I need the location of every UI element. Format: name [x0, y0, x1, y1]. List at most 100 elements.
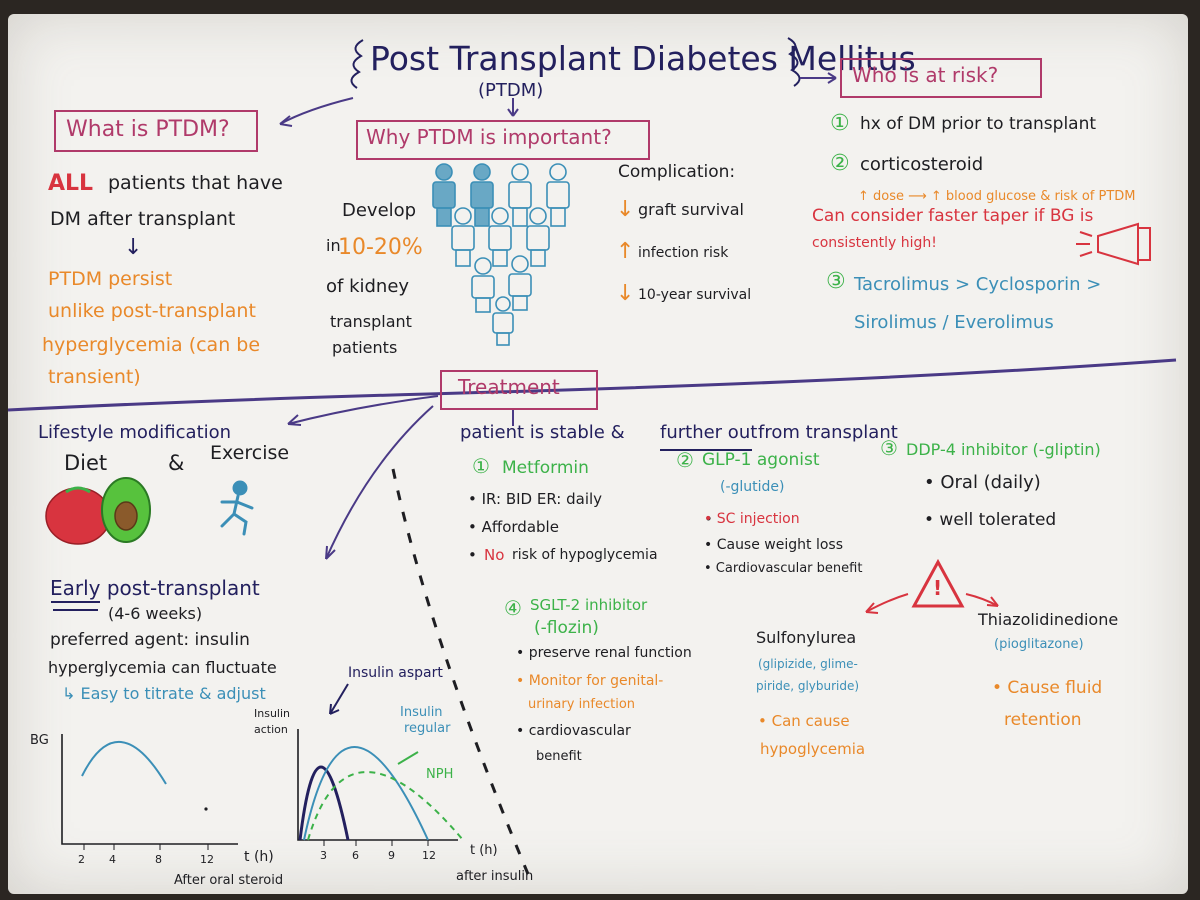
comp1-text: graft survival — [638, 200, 744, 219]
warning-icon — [865, 558, 999, 614]
tzd-b1b: retention — [1004, 710, 1082, 730]
what-is-all: ALL — [48, 171, 94, 196]
arrow-to-what-is — [279, 97, 354, 125]
glp1-b2: • Cause weight loss — [704, 537, 843, 553]
risk2-dose-line: ↑ dose ⟶ ↑ blood glucose & risk of PTDM — [858, 189, 1136, 204]
sglt2-b3: • cardiovascular — [516, 723, 631, 739]
sglt2-sub: (-flozin) — [534, 618, 599, 638]
stable-text-a: patient is stable & — [460, 422, 625, 443]
glp1-num: ② — [676, 448, 694, 472]
insulin-chart-ylabel2: action — [254, 723, 288, 736]
why-of-kidney: of kidney — [326, 276, 410, 297]
sglt2-b2: • Monitor for genital- — [516, 673, 664, 689]
risk3-num: ③ — [826, 269, 846, 294]
drawing-layer — [8, 37, 1177, 875]
bg-chart-ylabel: BG — [30, 733, 49, 748]
lifestyle-heading: Lifestyle modification — [38, 422, 232, 443]
sglt2-name: SGLT-2 inhibitor — [530, 596, 648, 614]
sulfonylurea-b1: • Can cause — [758, 712, 850, 730]
bg-chart-xlabel: t (h) — [244, 849, 274, 865]
arrow-to-lifestyle — [287, 395, 439, 425]
why-percent: 10-20% — [338, 235, 423, 260]
insulin-aspart-label: Insulin aspart — [348, 665, 443, 681]
comp3-text: 10-year survival — [638, 287, 752, 303]
metformin-b3-dot: • — [468, 546, 477, 564]
insulin-chart-caption: after insulin — [456, 869, 534, 884]
dpp4-num: ③ — [880, 436, 898, 460]
comp2-arrow: ↑ — [616, 239, 635, 264]
sglt2-b3b: benefit — [536, 749, 582, 764]
metformin-b3-no: No — [484, 546, 505, 564]
bg-chart-tick-4: 4 — [109, 853, 116, 866]
risk2-num: ② — [830, 151, 850, 176]
amp-label: & — [168, 451, 185, 475]
risk2-taper-line2: consistently high! — [812, 235, 937, 251]
arrow-to-early — [325, 405, 434, 560]
aspart-curve — [298, 765, 350, 841]
dpp4-b1: • Oral (daily) — [924, 472, 1041, 493]
page-title: Post Transplant Diabetes Mellitus — [370, 39, 916, 78]
metformin-name: Metformin — [502, 458, 589, 478]
what-is-arrow: ↓ — [124, 235, 143, 260]
insulin-nph-label: NPH — [426, 767, 454, 782]
glp1-b1-dot: • — [704, 510, 713, 528]
risk1-text: hx of DM prior to transplant — [860, 114, 1097, 134]
glp1-b3: • Cardiovascular benefit — [704, 561, 863, 576]
bg-chart-tick-2: 2 — [78, 853, 85, 866]
tzd-ex: (pioglitazone) — [994, 637, 1084, 652]
complication-heading: Complication: — [618, 162, 736, 182]
risk2-text: corticosteroid — [860, 154, 984, 175]
early-weeks: (4-6 weeks) — [108, 604, 203, 623]
insulin-chart-tick-9: 9 — [388, 849, 395, 862]
whiteboard: Post Transplant Diabetes Mellitus (PTDM)… — [8, 14, 1188, 894]
bg-chart-tick-12: 12 — [200, 853, 214, 866]
insulin-regular-label1: Insulin — [400, 705, 443, 720]
metformin-b3: risk of hypoglycemia — [512, 547, 658, 563]
title-brace-left — [350, 39, 364, 89]
bg-chart-tick-8: 8 — [155, 853, 162, 866]
metformin-b1: • IR: BID ER: daily — [468, 490, 603, 508]
insulin-chart — [297, 683, 464, 846]
why-heading-box — [356, 120, 650, 160]
glp1-b1: • SC injection — [704, 511, 800, 527]
stable-text-b: further out — [660, 422, 758, 443]
what-is-line2: DM after transplant — [50, 208, 236, 230]
tzd-b1: • Cause fluid — [992, 678, 1103, 698]
section-divider — [8, 358, 1177, 412]
why-in: in — [326, 236, 341, 255]
treatment-heading-box — [440, 370, 598, 410]
insulin-chart-tick-6: 6 — [352, 849, 359, 862]
insulin-regular-label2: regular — [404, 721, 451, 736]
early-titrate: ↳ Easy to titrate & adjust — [62, 684, 266, 703]
megaphone-icon — [1076, 222, 1151, 266]
sulfonylurea-ex2: piride, glyburide) — [756, 679, 860, 693]
comp1-arrow: ↓ — [616, 197, 635, 222]
warning-exclamation: ! — [933, 576, 943, 600]
insulin-chart-tick-3: 3 — [320, 849, 327, 862]
exercise-label: Exercise — [210, 442, 290, 464]
tzd-name: Thiazolidinedione — [978, 610, 1119, 629]
regular-curve — [303, 746, 429, 841]
metformin-b2: • Affordable — [468, 518, 559, 536]
risk1-num: ① — [830, 111, 850, 136]
dpp4-b2: • well tolerated — [924, 510, 1057, 530]
what-is-heading-box — [54, 110, 258, 152]
sulfonylurea-name: Sulfonylurea — [756, 628, 857, 647]
insulin-chart-xlabel: t (h) — [470, 843, 498, 858]
metformin-num: ① — [472, 454, 490, 478]
what-is-line1: patients that have — [108, 172, 283, 194]
sglt2-b2b: urinary infection — [528, 697, 636, 712]
diet-label: Diet — [64, 451, 108, 475]
bg-chart — [61, 734, 238, 850]
risk3-line1: Tacrolimus > Cyclosporin > — [854, 274, 1102, 295]
glp1-name: GLP-1 agonist — [702, 450, 820, 470]
risk2-taper-line1: Can consider faster taper if BG is — [812, 206, 1094, 226]
why-transplant: transplant — [330, 312, 412, 331]
glp1-sub: (-glutide) — [720, 479, 785, 495]
nph-curve — [307, 771, 464, 841]
running-figure-icon — [220, 480, 254, 536]
bg-chart-caption: After oral steroid — [174, 873, 284, 888]
title-abbr: (PTDM) — [478, 80, 544, 101]
what-is-line5: hyperglycemia (can be — [42, 334, 261, 356]
dpp4-name: DDP-4 inhibitor (-gliptin) — [906, 440, 1101, 459]
